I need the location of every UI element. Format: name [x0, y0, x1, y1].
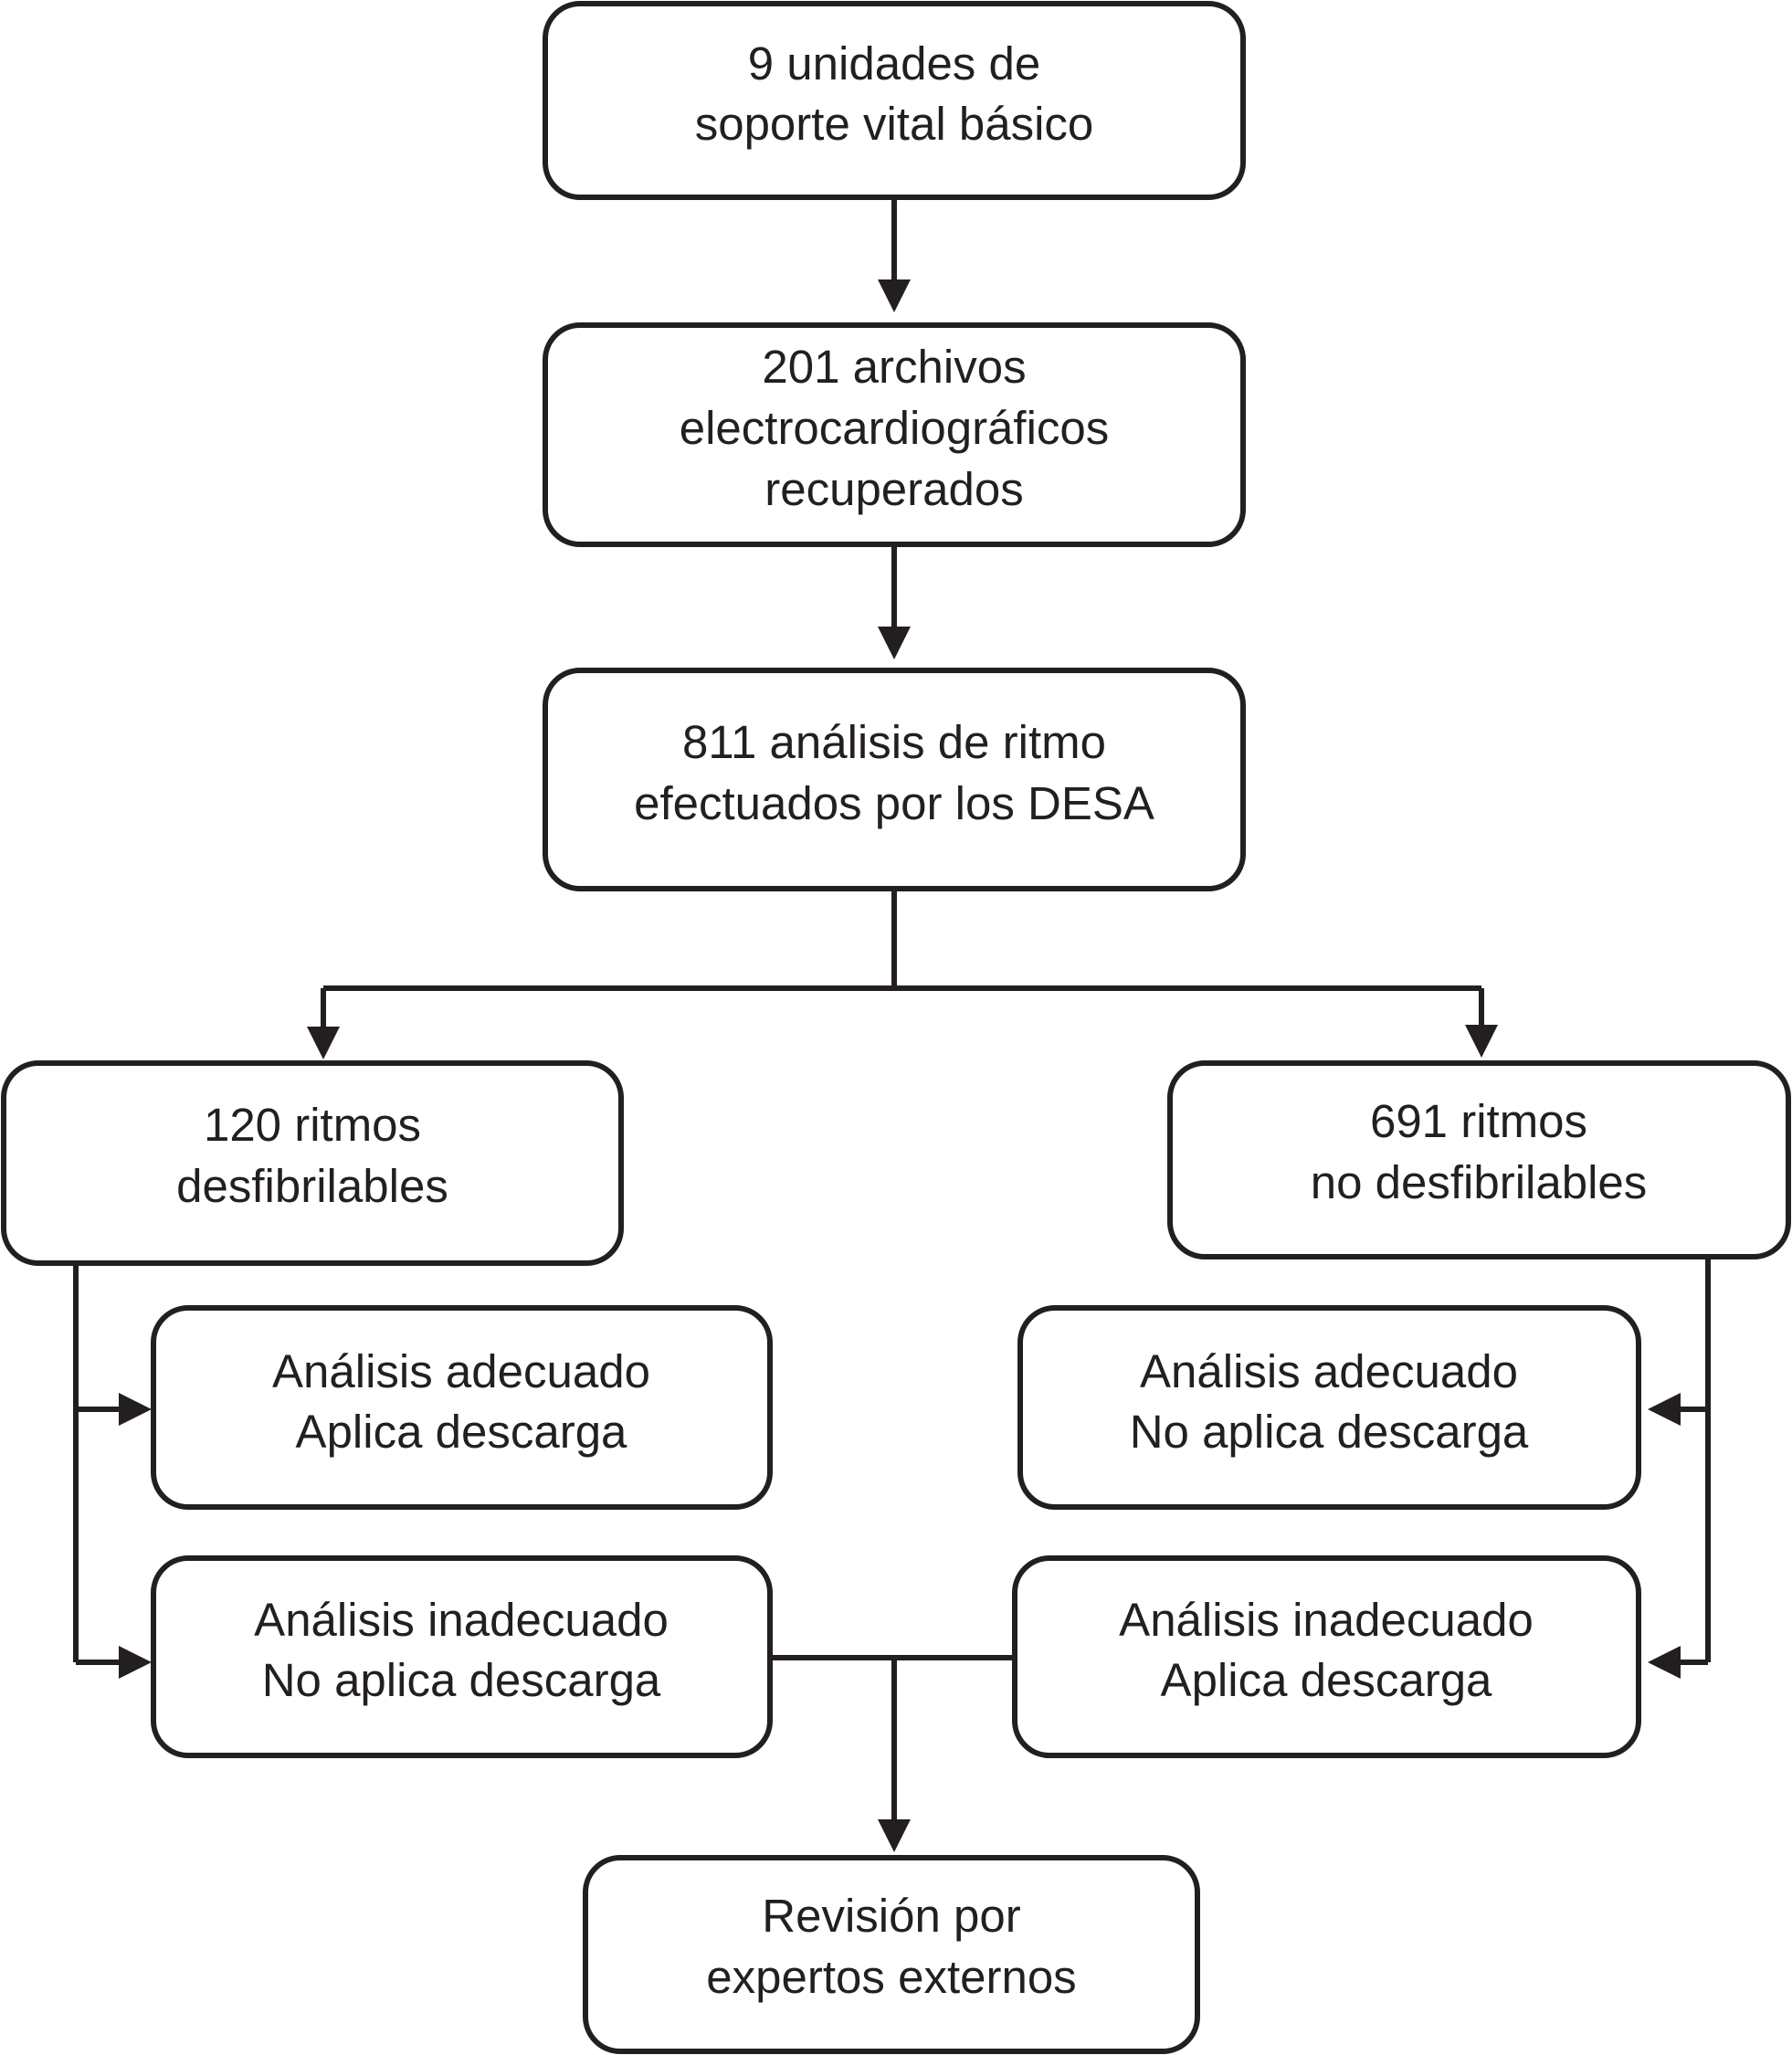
node-right-adequate-line1: Análisis adecuado — [1140, 1345, 1518, 1397]
arrowhead-review — [878, 1819, 911, 1852]
node-right-adequate-line2: No aplica descarga — [1130, 1406, 1529, 1458]
node-units-line2: soporte vital básico — [695, 98, 1094, 150]
node-files-line1: 201 archivos — [762, 341, 1026, 393]
node-left-adequate-line2: Aplica descarga — [296, 1406, 628, 1458]
connector-inadequate-to-review — [768, 1655, 1015, 1823]
node-non-shockable-line2: no desfibrilables — [1311, 1156, 1648, 1208]
node-right-adequate: Análisis adecuado No aplica descarga — [1017, 1305, 1641, 1510]
node-right-inadequate: Análisis inadecuado Aplica descarga — [1012, 1555, 1641, 1758]
node-left-inadequate-line2: No aplica descarga — [262, 1654, 661, 1706]
arrowhead-analyses — [878, 627, 911, 659]
node-files-line2: electrocardiográficos — [680, 402, 1110, 454]
node-left-inadequate: Análisis inadecuado No aplica descarga — [151, 1555, 773, 1758]
arrowhead-shockable — [307, 1027, 340, 1059]
arrowhead-right-adequate — [1648, 1393, 1681, 1426]
node-left-adequate-line1: Análisis adecuado — [272, 1345, 650, 1397]
node-non-shockable-line1: 691 ritmos — [1370, 1095, 1587, 1147]
arrowhead-left-adequate — [119, 1393, 152, 1426]
node-analyses-line2: efectuados por los DESA — [634, 777, 1154, 829]
connectors — [73, 197, 1711, 1852]
node-analyses-line1: 811 análisis de ritmo — [682, 716, 1106, 768]
node-left-adequate: Análisis adecuado Aplica descarga — [151, 1305, 773, 1510]
node-files-line3: recuperados — [764, 463, 1024, 515]
arrowhead-files — [878, 279, 911, 312]
node-left-inadequate-line1: Análisis inadecuado — [254, 1594, 669, 1646]
node-review-line2: expertos externos — [706, 1951, 1076, 2003]
node-shockable-line1: 120 ritmos — [204, 1099, 421, 1151]
node-non-shockable: 691 ritmos no desfibrilables — [1167, 1060, 1791, 1259]
node-right-inadequate-line1: Análisis inadecuado — [1119, 1594, 1534, 1646]
node-files: 201 archivos electrocardiográficos recup… — [543, 322, 1246, 547]
node-review: Revisión por expertos externos — [583, 1855, 1200, 2054]
arrowhead-left-inadequate — [119, 1646, 152, 1679]
node-shockable-line2: desfibrilables — [176, 1160, 448, 1212]
arrowhead-non-shockable — [1465, 1025, 1498, 1058]
arrowhead-right-inadequate — [1648, 1646, 1681, 1679]
node-units-line1: 9 unidades de — [748, 37, 1040, 90]
connector-right-branch — [1677, 1257, 1711, 1665]
connector-left-branch — [73, 1263, 122, 1665]
connector-analyses-split — [321, 889, 1484, 1032]
node-shockable: 120 ritmos desfibrilables — [1, 1060, 624, 1266]
node-right-inadequate-line2: Aplica descarga — [1161, 1654, 1493, 1706]
node-units: 9 unidades de soporte vital básico — [543, 1, 1246, 200]
node-review-line1: Revisión por — [762, 1890, 1020, 1942]
node-analyses: 811 análisis de ritmo efectuados por los… — [543, 668, 1246, 891]
